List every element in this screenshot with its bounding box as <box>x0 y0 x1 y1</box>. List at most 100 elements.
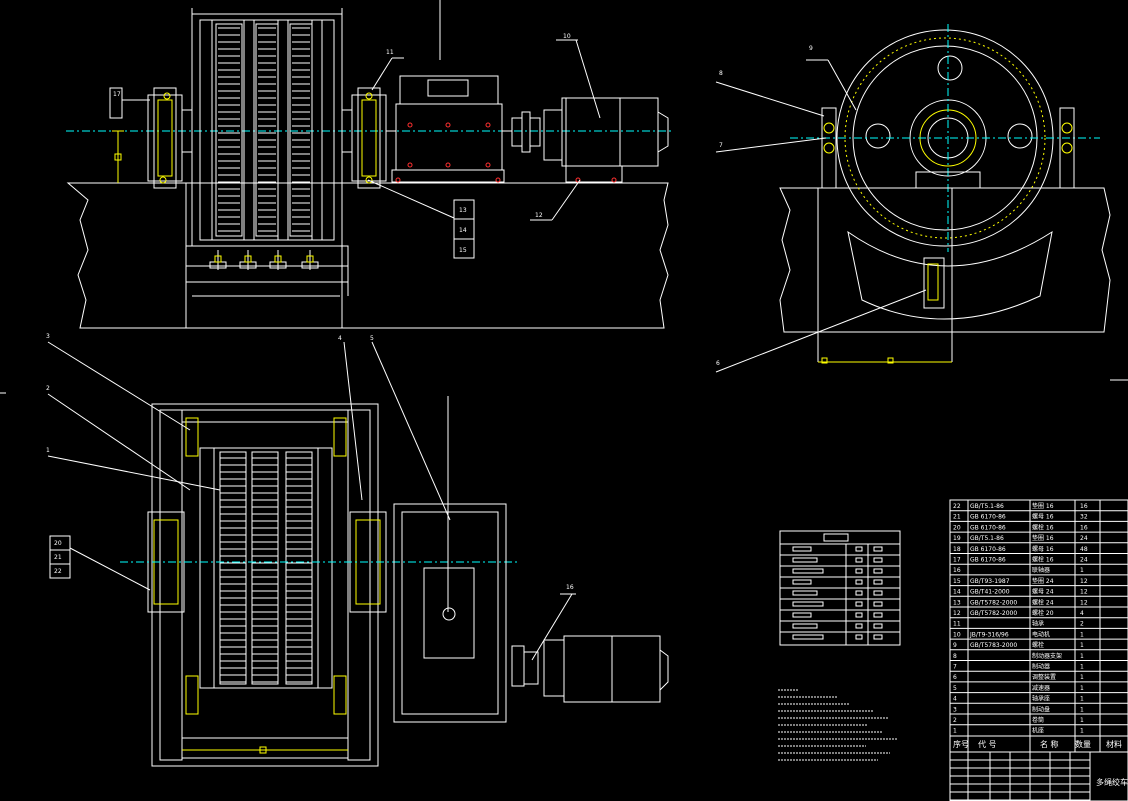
parts-row-qty: 1 <box>1080 696 1084 703</box>
parts-row-seq: 15 <box>953 578 961 585</box>
balloon-4: 4 <box>338 335 363 501</box>
left-bearing <box>147 87 193 189</box>
parts-row-name: 螺母 16 <box>1032 513 1054 521</box>
parts-row-name: 减速器 <box>1032 684 1050 692</box>
parts-row-seq: 5 <box>953 685 957 692</box>
parts-row-code: GB/T5782-2000 <box>970 610 1017 617</box>
parts-row-qty: 1 <box>1080 728 1084 735</box>
parts-row-qty: 12 <box>1080 589 1088 596</box>
parts-row-qty: 1 <box>1080 642 1084 649</box>
parts-row-name: 螺母 24 <box>1032 588 1054 596</box>
frame-lines <box>0 0 1128 394</box>
front-view: 17 11 10 13 14 15 12 <box>66 8 672 329</box>
balloon-2: 2 <box>46 385 191 491</box>
balloon-8: 8 <box>715 70 825 117</box>
balloon-5-label: 5 <box>370 335 374 342</box>
small-table <box>779 530 901 646</box>
parts-row-name: 轴承座 <box>1032 695 1050 703</box>
drum <box>185 8 349 297</box>
parts-row-qty: 1 <box>1080 685 1084 692</box>
parts-row-name: 螺栓 16 <box>1032 556 1054 564</box>
balloon-11-label: 11 <box>386 49 394 56</box>
parts-row-name: 垫圈 16 <box>1032 534 1054 542</box>
parts-row-name: 垫圈 24 <box>1032 577 1054 585</box>
side-view: 9 8 7 6 <box>715 24 1111 373</box>
balloon-9-label: 9 <box>809 45 813 52</box>
parts-row-qty: 16 <box>1080 503 1088 510</box>
parts-row-seq: 13 <box>953 599 961 606</box>
reducer-plan <box>393 503 507 723</box>
parts-row-seq: 10 <box>953 631 961 638</box>
balloon-14-label: 14 <box>459 227 467 234</box>
parts-row-seq: 4 <box>953 696 957 703</box>
balloon-6: 6 <box>715 289 927 373</box>
parts-row-seq: 17 <box>953 557 961 564</box>
plan-view: 1 2 3 4 5 16 20 21 22 <box>46 333 669 767</box>
balloon-21-label: 21 <box>54 554 62 561</box>
height-dimension <box>112 130 124 183</box>
coupling <box>511 111 541 153</box>
parts-row-seq: 8 <box>953 653 957 660</box>
balloon-15-label: 15 <box>459 247 467 254</box>
balloon-2-label: 2 <box>46 385 50 392</box>
balloon-12: 12 <box>530 179 581 221</box>
balloon-20-22: 20 21 22 <box>49 535 151 591</box>
parts-row-qty: 1 <box>1080 674 1084 681</box>
col-code-header: 代 号 <box>978 739 997 749</box>
parts-row-code: GB/T93-1987 <box>970 578 1010 585</box>
parts-row-name: 螺栓 24 <box>1032 598 1054 606</box>
parts-row-name: 螺栓 <box>1032 641 1044 649</box>
parts-row-seq: 7 <box>953 664 957 671</box>
parts-row-name: 垫圈 16 <box>1032 502 1054 510</box>
parts-row-name: 制动器 <box>1032 663 1050 671</box>
col-name-header: 名 称 <box>1040 739 1059 749</box>
balloon-7: 7 <box>715 137 827 153</box>
parts-row-seq: 19 <box>953 535 961 542</box>
parts-row-qty: 1 <box>1080 664 1084 671</box>
parts-row-code: GB/T41-2000 <box>970 589 1010 596</box>
parts-row-qty: 4 <box>1080 610 1084 617</box>
parts-row-seq: 1 <box>953 728 957 735</box>
parts-row-code: GB/T5.1-86 <box>970 535 1004 542</box>
parts-row-name: 调整装置 <box>1032 673 1056 681</box>
balloon-8-label: 8 <box>719 70 723 77</box>
parts-row-name: 卷筒 <box>1032 716 1044 724</box>
parts-row-seq: 16 <box>953 567 961 574</box>
parts-row-code: JB/T9-316/96 <box>969 631 1009 638</box>
foundation <box>66 182 669 329</box>
parts-row-code: GB 6170-86 <box>970 546 1006 553</box>
parts-row-name: 螺栓 20 <box>1032 609 1054 617</box>
parts-row-code: GB 6170-86 <box>970 514 1006 521</box>
balloon-5: 5 <box>370 335 451 521</box>
parts-row-qty: 48 <box>1080 546 1088 553</box>
right-bearing <box>341 87 387 189</box>
balloon-7-label: 7 <box>719 142 723 149</box>
parts-row-seq: 12 <box>953 610 961 617</box>
parts-row-name: 螺栓 16 <box>1032 523 1054 531</box>
parts-row-code: GB/T5.1-86 <box>970 503 1004 510</box>
drum-plan <box>199 447 333 689</box>
balloon-9: 9 <box>806 45 857 111</box>
parts-row-seq: 18 <box>953 546 961 553</box>
balloon-3: 3 <box>46 333 191 431</box>
title-block: 多绳绞车 <box>950 752 1128 801</box>
base-frame <box>151 403 379 767</box>
balloon-12-label: 12 <box>535 212 543 219</box>
parts-row-name: 电动机 <box>1032 630 1050 638</box>
parts-row-qty: 32 <box>1080 514 1088 521</box>
parts-row-code: GB/T5783-2000 <box>970 642 1017 649</box>
parts-row-qty: 1 <box>1080 717 1084 724</box>
parts-row-seq: 11 <box>953 621 961 628</box>
reducer <box>386 75 512 183</box>
parts-row-qty: 1 <box>1080 567 1084 574</box>
balloon-13-15: 13 14 15 <box>367 179 475 259</box>
balloon-17: 17 <box>109 87 150 119</box>
balloon-10: 10 <box>556 33 601 119</box>
balloon-13-label: 13 <box>459 207 467 214</box>
col-material-header: 材料 <box>1106 739 1122 749</box>
motor <box>543 97 669 183</box>
parts-row-name: 机座 <box>1032 727 1044 735</box>
parts-row-seq: 14 <box>953 589 961 596</box>
